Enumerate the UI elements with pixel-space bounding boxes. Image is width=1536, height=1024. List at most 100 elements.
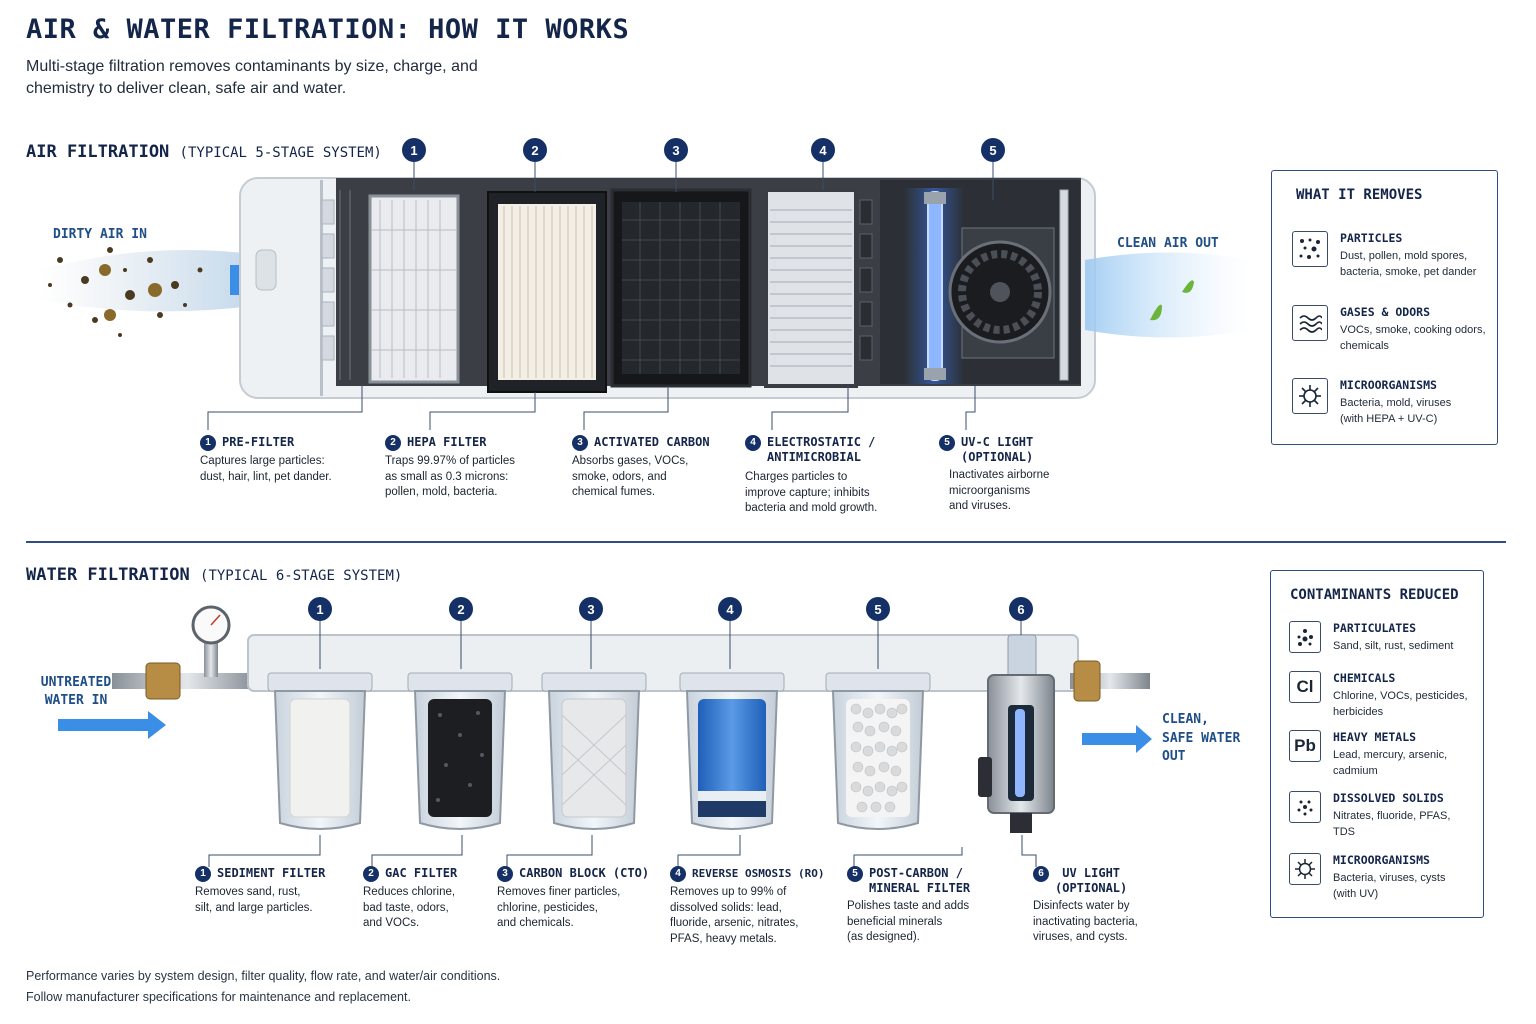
footnote-line-1: Performance varies by system design, fil… [26, 969, 501, 983]
clean-water-out-label: CLEAN, SAFE WATER OUT [1162, 712, 1241, 764]
contaminant-particulates-desc: Sand, silt, rust, sediment [1333, 640, 1454, 652]
contaminant-chemicals-name: CHEMICALS [1333, 671, 1396, 685]
water-stage-2-marker: 2 [449, 597, 473, 621]
air-stage-5-marker: 5 [981, 138, 1005, 162]
ro-membrane-housing [679, 672, 785, 830]
removes-gases-desc: VOCs, smoke, cooking odors, chemicals [1340, 324, 1486, 352]
contaminant-heavy-metals-name: HEAVY METALS [1333, 730, 1417, 744]
water-stage-4-name: REVERSE OSMOSIS (RO) [692, 867, 825, 880]
leaf-icon [1150, 304, 1162, 321]
activated-carbon-panel [610, 188, 752, 388]
air-stage-4-badge: 4 [745, 435, 761, 451]
water-stage-4-badge: 4 [670, 866, 686, 882]
removes-particles-desc: Dust, pollen, mold spores, bacteria, smo… [1340, 250, 1477, 278]
water-stage-6-text: Disinfects water by inactivating bacteri… [1033, 900, 1138, 943]
water-stage-6-marker: 6 [1009, 597, 1033, 621]
contaminant-dissolved-solids-desc: Nitrates, fluoride, PFAS, TDS [1333, 810, 1451, 838]
what-it-removes-panel: WHAT IT REMOVES PARTICLES Dust, pollen, m… [1271, 170, 1498, 445]
water-heading: WATER FILTRATION [26, 565, 190, 585]
removes-microorganisms-desc: Bacteria, mold, viruses (with HEPA + UV-… [1340, 397, 1452, 425]
uv-sterilizer-housing [978, 634, 1055, 833]
gac-housing [407, 672, 513, 830]
removes-particles-name: PARTICLES [1340, 231, 1403, 245]
water-stage-5-text: Polishes taste and adds beneficial miner… [847, 900, 970, 943]
untreated-water-in-label: UNTREATED WATER IN [40, 675, 112, 708]
air-leader-lines [207, 162, 994, 430]
air-stage-5-text: Inactivates airborne microorganisms and … [949, 469, 1050, 512]
water-stage-5-name: POST-CARBON / MINERAL FILTER [869, 866, 971, 895]
contaminant-microorganisms-desc: Bacteria, viruses, cysts (with UV) [1333, 872, 1446, 900]
what-it-removes-title: WHAT IT REMOVES [1296, 187, 1423, 203]
dirty-air-stream [40, 250, 260, 312]
water-stage-2-badge: 2 [363, 866, 379, 882]
water-stage-2-text: Reduces chlorine, bad taste, odors, and … [363, 886, 456, 929]
air-stage-3-desc: 3 ACTIVATED CARBON Absorbs gases, VOCs, s… [572, 435, 732, 501]
pre-filter-panel [368, 194, 460, 384]
water-stage-2-desc: 2 GAC FILTER Reduces chlorine, bad taste,… [363, 866, 488, 932]
section-divider [26, 541, 1506, 543]
exhaust-fan [948, 240, 1052, 344]
water-heading-sub: (TYPICAL 6-STAGE SYSTEM) [200, 568, 403, 584]
hepa-filter-panel [487, 191, 607, 393]
air-stage-1-name: PRE-FILTER [222, 435, 295, 449]
air-stage-3-marker: 3 [664, 138, 688, 162]
lead-icon: Pb [1289, 730, 1321, 762]
air-stage-3-name: ACTIVATED CARBON [594, 435, 710, 449]
air-stage-3-text: Absorbs gases, VOCs, smoke, odors, and c… [572, 455, 689, 498]
contaminant-item-microorganisms: MICROORGANISMS Bacteria, viruses, cysts (… [1289, 853, 1445, 902]
air-stage-5-desc: 5 UV-C LIGHT (OPTIONAL) Inactivates airbo… [939, 435, 1099, 515]
air-stage-5-badge: 5 [939, 435, 955, 451]
air-heading: AIR FILTRATION [26, 142, 170, 162]
dirty-air-in-label: DIRTY AIR IN [53, 227, 147, 242]
air-stage-4-marker: 4 [811, 138, 835, 162]
electrostatic-panel [764, 188, 858, 388]
post-carbon-housing [825, 672, 931, 830]
footnote-line-2: Follow manufacturer specifications for m… [26, 990, 411, 1004]
air-stage-2-name: HEPA FILTER [407, 435, 487, 449]
water-stage-3-text: Removes finer particles, chlorine, pesti… [497, 886, 621, 929]
particulates-icon [1289, 621, 1321, 653]
removes-gases-name: GASES & ODORS [1340, 305, 1431, 319]
clean-air-stream [1085, 252, 1250, 338]
page-title: AIR & WATER FILTRATION: HOW IT WORKS [26, 14, 630, 45]
water-filter-illustration [58, 605, 1152, 867]
water-stage-4-text: Removes up to 99% of dissolved solids: l… [670, 886, 799, 945]
intake-vents [321, 199, 335, 361]
water-stage-4-desc: 4 REVERSE OSMOSIS (RO) Removes up to 99% … [670, 866, 830, 947]
inlet-pipe [112, 673, 262, 689]
gas-waves-icon [1292, 305, 1328, 341]
water-in-arrow [58, 711, 166, 739]
removes-item-particles: PARTICLES Dust, pollen, mold spores, bact… [1292, 231, 1476, 280]
chlorine-icon: Cl [1289, 671, 1321, 703]
water-stage-2-name: GAC FILTER [385, 866, 458, 880]
contaminant-dissolved-solids-name: DISSOLVED SOLIDS [1333, 791, 1444, 805]
air-purifier-illustration [40, 162, 1250, 430]
air-stage-2-badge: 2 [385, 435, 401, 451]
inlet-valve [145, 662, 181, 700]
water-stage-3-name: CARBON BLOCK (CTO) [519, 866, 650, 880]
contaminant-item-dissolved-solids: DISSOLVED SOLIDS Nitrates, fluoride, PFAS… [1289, 791, 1450, 840]
clean-air-out-label: CLEAN AIR OUT [1117, 236, 1219, 251]
water-section-title: WATER FILTRATION (TYPICAL 6-STAGE SYSTEM… [26, 565, 402, 585]
air-stage-5-name: UV-C LIGHT (OPTIONAL) [961, 435, 1034, 464]
air-stage-1-badge: 1 [200, 435, 216, 451]
leaf-icon [1182, 280, 1194, 293]
microbe-icon [1289, 853, 1321, 885]
water-stage-5-marker: 5 [866, 597, 890, 621]
removes-item-gases: GASES & ODORS VOCs, smoke, cooking odors,… [1292, 305, 1486, 354]
sediment-housing [267, 672, 373, 830]
contaminant-microorganisms-name: MICROORGANISMS [1333, 853, 1430, 867]
air-section-title: AIR FILTRATION (TYPICAL 5-STAGE SYSTEM) [26, 142, 382, 162]
water-stage-6-badge: 6 [1033, 866, 1049, 882]
contaminants-reduced-title: CONTAMINANTS REDUCED [1290, 587, 1459, 603]
air-stage-3-badge: 3 [572, 435, 588, 451]
air-stage-2-marker: 2 [523, 138, 547, 162]
carbon-block-housing [541, 672, 647, 830]
dirty-particles [48, 247, 203, 337]
